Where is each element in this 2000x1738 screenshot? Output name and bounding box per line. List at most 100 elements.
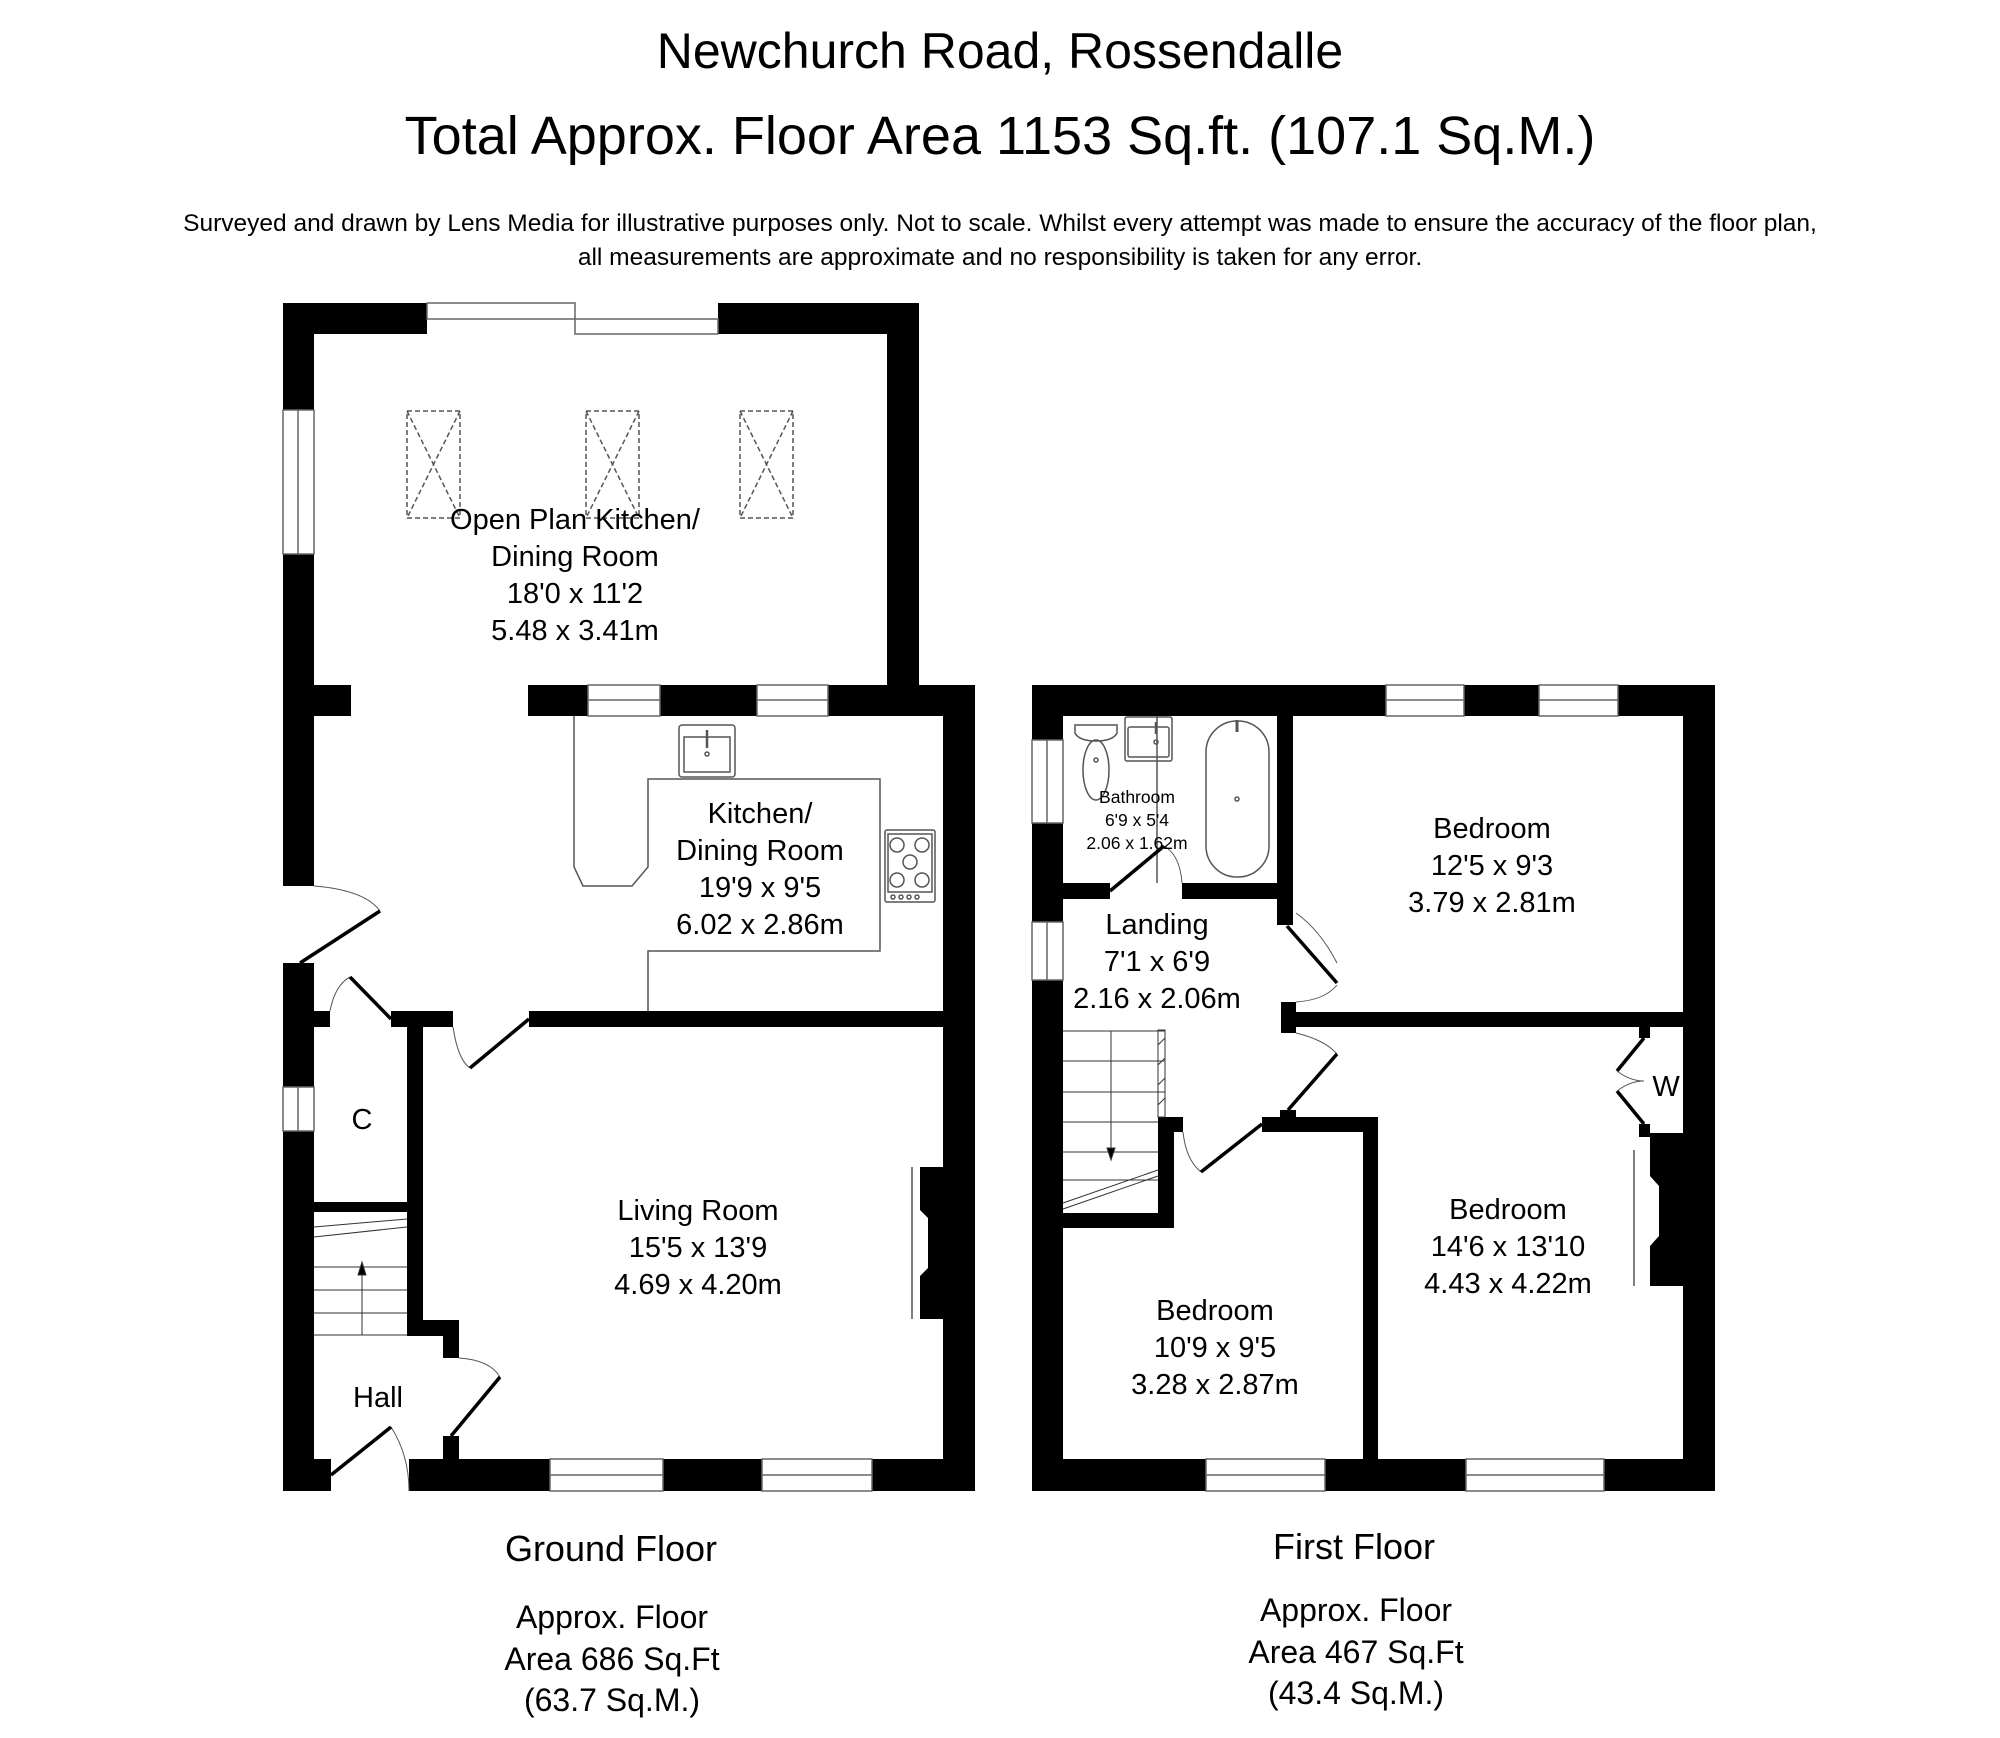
room-dimensions-metric: 4.69 x 4.20m: [614, 1269, 782, 1302]
ground-floor-area: Approx. Floor Area 686 Sq.Ft (63.7 Sq.M.…: [504, 1597, 719, 1722]
area-line: (43.4 Sq.M.): [1267, 1675, 1445, 1712]
kitchen-counter: [573, 716, 881, 1011]
room-dimensions-imperial: 14'6 x 13'10: [1430, 1231, 1586, 1264]
wall: [1063, 1213, 1174, 1228]
sink-icon: [678, 724, 736, 778]
first-floor-fixtures: [1062, 716, 1646, 1286]
wall: [663, 1459, 762, 1491]
room-dimensions-imperial: 6'9 x 5'4: [1104, 809, 1170, 830]
room-name: Dining Room: [491, 541, 659, 574]
room-name: Hall: [353, 1382, 403, 1414]
first-floor-windows: [1031, 684, 1619, 1492]
wall: [1032, 1459, 1206, 1491]
toilet-icon: [1074, 724, 1118, 801]
wall: [1032, 685, 1063, 740]
room-dimensions-imperial: 7'1 x 6'9: [1103, 946, 1211, 979]
area-line: Area 686 Sq.Ft: [504, 1640, 720, 1677]
wall: [443, 1320, 459, 1358]
room-label-living-room: Living Room 15'5 x 13'9 4.69 x 4.20m: [614, 1193, 782, 1304]
room-label-cupboard: C: [352, 1102, 373, 1139]
sliding-door-panel: [426, 302, 576, 320]
area-line: Approx. Floor: [1259, 1592, 1453, 1628]
room-name: Bathroom: [1099, 787, 1175, 807]
wall: [409, 1459, 550, 1491]
wall: [1639, 1027, 1650, 1038]
room-dimensions-metric: 6.02 x 2.86m: [676, 909, 844, 942]
room-name: Dining Room: [676, 835, 844, 868]
room-dimensions-metric: 3.28 x 2.87m: [1131, 1369, 1299, 1402]
room-dimensions-metric: 5.48 x 3.41m: [491, 615, 659, 648]
door-swing: [452, 1017, 531, 1070]
fireplace: [920, 1167, 943, 1319]
property-title: Newchurch Road, Rossendalle: [656, 23, 1344, 79]
area-line: Area 467 Sq.Ft: [1248, 1633, 1464, 1670]
room-dimensions-metric: 2.06 x 1.62m: [1086, 832, 1188, 853]
wall: [1158, 1117, 1174, 1228]
first-floor-plan: [1032, 685, 1715, 1491]
wall: [1325, 1459, 1466, 1491]
room-name: Kitchen/: [707, 798, 813, 830]
wall: [1262, 1117, 1378, 1132]
area-line: Approx. Floor: [515, 1599, 709, 1635]
ground-floor-plan: [283, 303, 975, 1491]
room-name: C: [351, 1104, 373, 1136]
wall: [1063, 883, 1110, 899]
wall: [283, 303, 314, 410]
room-dimensions-imperial: 15'5 x 13'9: [628, 1232, 768, 1265]
door-swing: [449, 1357, 502, 1438]
room-label-bedroom-2: Bedroom 14'6 x 13'10 4.43 x 4.22m: [1424, 1192, 1592, 1303]
wall: [443, 1436, 459, 1466]
room-label-hall: Hall: [353, 1380, 403, 1417]
wall: [314, 1011, 330, 1027]
wall: [283, 554, 314, 886]
wall: [407, 1011, 423, 1335]
wall: [528, 685, 588, 716]
first-floor-area: Approx. Floor Area 467 Sq.Ft (43.4 Sq.M.…: [1248, 1590, 1463, 1715]
door-swing: [1182, 1122, 1264, 1174]
wall: [1281, 1012, 1683, 1027]
first-floor-title: First Floor: [1273, 1526, 1435, 1567]
room-dimensions-imperial: 18'0 x 11'2: [506, 578, 644, 611]
wall: [872, 1459, 975, 1491]
room-name: Bedroom: [1433, 813, 1551, 845]
wall: [1363, 1117, 1378, 1459]
staircase: [1062, 1029, 1166, 1210]
door-swing: [1285, 912, 1339, 1003]
door-swing: [299, 885, 381, 965]
door-swing: [329, 975, 393, 1021]
wardrobe-doors: [1615, 1036, 1646, 1126]
area-line: (63.7 Sq.M.): [523, 1682, 701, 1719]
wall: [314, 685, 351, 716]
ground-floor-fixtures: [299, 410, 936, 1492]
disclaimer-line-1: Surveyed and drawn by Lens Media for ill…: [183, 210, 1817, 237]
room-label-wardrobe: W: [1652, 1069, 1679, 1106]
room-name: Bedroom: [1449, 1194, 1567, 1226]
wall: [314, 1202, 407, 1212]
fireplace: [1650, 1133, 1683, 1286]
room-dimensions-metric: 2.16 x 2.06m: [1073, 983, 1241, 1016]
wall: [283, 1131, 314, 1491]
front-door-swing: [329, 1425, 410, 1492]
wall: [1032, 980, 1063, 1491]
room-name: Bedroom: [1156, 1295, 1274, 1327]
disclaimer-line-2: all measurements are approximate and no …: [577, 244, 1423, 271]
ground-floor-title: Ground Floor: [504, 1528, 718, 1569]
room-label-bathroom: Bathroom 6'9 x 5'4 2.06 x 1.62m: [1086, 786, 1187, 854]
skylight-icon: [406, 410, 461, 519]
wall: [1032, 823, 1063, 922]
room-dimensions-metric: 3.79 x 2.81m: [1408, 887, 1576, 920]
room-label-kitchen-dining: Kitchen/ Dining Room 19'9 x 9'5 6.02 x 2…: [676, 796, 844, 944]
wall: [887, 303, 919, 716]
door-swing: [1286, 1032, 1339, 1112]
arrow-down-icon: [1106, 1147, 1116, 1162]
ground-floor-windows: [282, 302, 873, 1492]
wall: [283, 963, 314, 1087]
room-dimensions-imperial: 12'5 x 9'3: [1430, 850, 1554, 883]
room-label-open-plan-kitchen: Open Plan Kitchen/ Dining Room 18'0 x 11…: [450, 502, 700, 650]
room-label-bedroom-1: Bedroom 12'5 x 9'3 3.79 x 2.81m: [1408, 811, 1576, 922]
wall: [1683, 685, 1715, 1491]
wall: [1280, 1110, 1296, 1118]
wall: [1032, 685, 1386, 716]
room-name: W: [1652, 1071, 1680, 1103]
room-name: Living Room: [617, 1195, 779, 1227]
